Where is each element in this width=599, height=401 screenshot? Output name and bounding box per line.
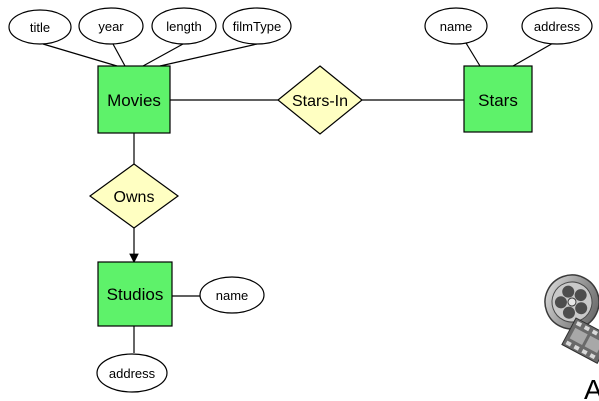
attribute-oval <box>424 7 488 45</box>
attribute-oval <box>151 7 217 45</box>
entity-box <box>97 65 171 134</box>
attribute-oval <box>222 7 292 45</box>
edge-length-movies <box>142 43 184 67</box>
entity-movies-label: Movies <box>107 91 161 110</box>
relationship-diamond <box>88 163 180 229</box>
edge-year-movies <box>112 43 126 67</box>
entity-box <box>97 261 173 327</box>
edge-address-stars <box>512 41 556 67</box>
edge-name-stars <box>465 42 481 67</box>
entity-studios: Studios <box>97 261 173 327</box>
entity-stars: Stars <box>463 65 533 133</box>
entity-stars-label: Stars <box>478 91 518 110</box>
entity-box <box>463 65 533 133</box>
relationship-owns: Owns <box>88 163 180 229</box>
entity-studios-label: Studios <box>107 285 164 304</box>
attribute-studios-address: address <box>96 353 168 393</box>
attribute-stars-address: address <box>521 7 593 45</box>
reel-body <box>544 274 599 330</box>
attribute-studios-address-label: address <box>109 366 156 381</box>
film-reel-icon: A <box>544 274 599 401</box>
relationship-owns-label: Owns <box>114 189 155 206</box>
edge-title-movies <box>42 43 118 67</box>
attribute-studios-name-label: name <box>216 288 249 303</box>
connections <box>42 41 556 353</box>
attribute-length-label: length <box>166 19 201 34</box>
attribute-oval <box>199 276 265 314</box>
entities: Movies Stars Studios <box>97 65 533 327</box>
attribute-title: title <box>8 9 72 45</box>
attribute-oval <box>78 7 144 45</box>
attribute-oval <box>96 353 168 393</box>
entity-movies: Movies <box>97 65 171 134</box>
attribute-year: year <box>78 7 144 45</box>
attributes: title year length filmType name address … <box>8 7 593 393</box>
attribute-oval <box>521 7 593 45</box>
relationship-stars-in-label: Stars-In <box>292 93 348 110</box>
attribute-length: length <box>151 7 217 45</box>
relationship-diamond <box>277 65 363 135</box>
attribute-year-label: year <box>98 19 124 34</box>
attribute-studios-name: name <box>199 276 265 314</box>
attribute-stars-name-label: name <box>440 19 473 34</box>
attribute-filmtype-label: filmType <box>233 19 281 34</box>
decoration-letter: A <box>584 374 599 401</box>
attribute-stars-address-label: address <box>534 19 581 34</box>
edge-filmtype-movies <box>159 43 258 67</box>
attribute-title-label: title <box>30 20 50 35</box>
attribute-stars-name: name <box>424 7 488 45</box>
relationships: Stars-In Owns <box>88 65 363 229</box>
attribute-oval <box>8 9 72 45</box>
attribute-filmtype: filmType <box>222 7 292 45</box>
relationship-stars-in: Stars-In <box>277 65 363 135</box>
